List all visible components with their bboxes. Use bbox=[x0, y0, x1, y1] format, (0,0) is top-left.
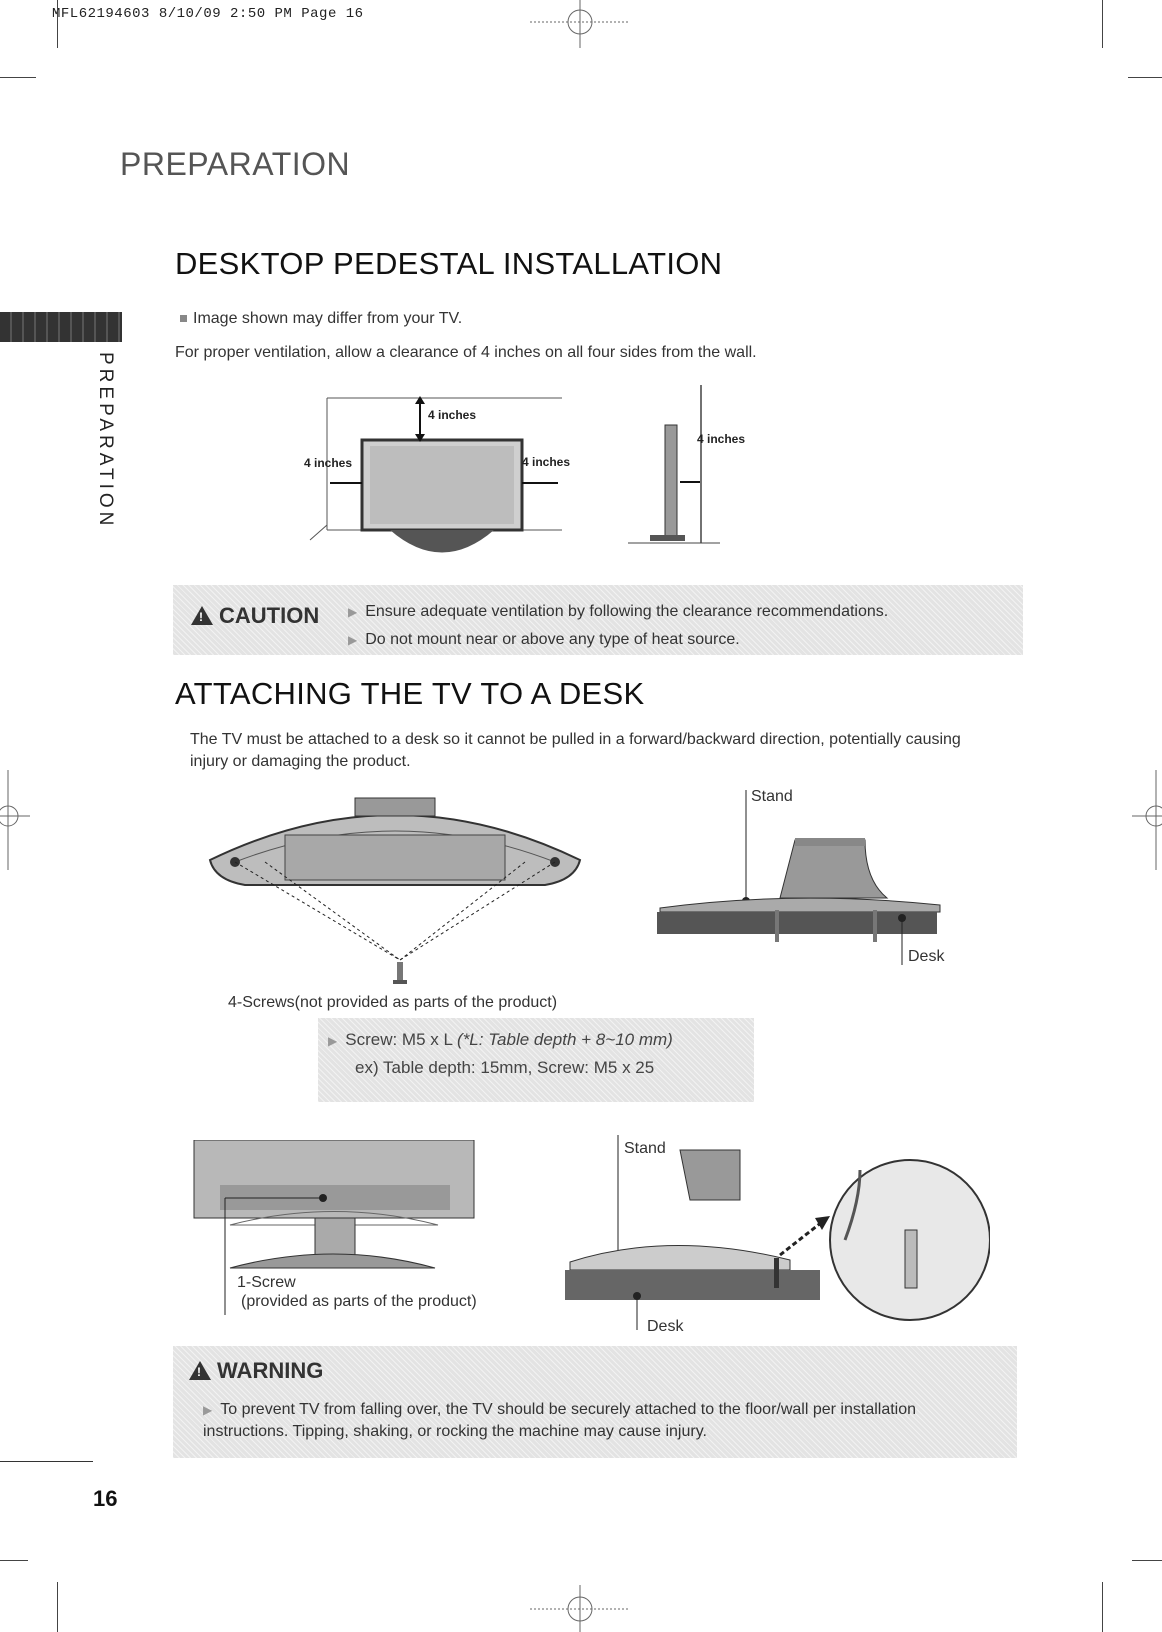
warning-text-line: ▶To prevent TV from falling over, the TV… bbox=[203, 1399, 973, 1443]
registration-mark-left bbox=[0, 770, 30, 870]
desk-label-2: Desk bbox=[647, 1318, 684, 1335]
chapter-title: PREPARATION bbox=[120, 146, 351, 182]
image-note-text: Image shown may differ from your TV. bbox=[193, 310, 463, 327]
sidebar-tab-bar bbox=[0, 312, 122, 342]
arrow-bullet-icon: ▶ bbox=[328, 1034, 338, 1048]
caution-item: ▶ Do not mount near or above any type of … bbox=[348, 626, 888, 654]
warning-label: WARNING bbox=[189, 1358, 323, 1384]
warning-triangle-icon bbox=[191, 606, 213, 625]
desk-label-1: Desk bbox=[908, 948, 945, 965]
registration-mark-right bbox=[1132, 770, 1162, 870]
screw-spec-italic: (*L: Table depth + 8~10 mm) bbox=[457, 1030, 673, 1049]
warning-triangle-icon bbox=[189, 1361, 211, 1380]
image-note: Image shown may differ from your TV. bbox=[180, 310, 462, 328]
caution-label: CAUTION bbox=[191, 603, 319, 629]
clearance-diagram-side bbox=[628, 385, 720, 544]
dim-right-label: 4 inches bbox=[522, 455, 571, 469]
caution-item: ▶ Ensure adequate ventilation by followin… bbox=[348, 598, 888, 626]
caution-box: CAUTION ▶ Ensure adequate ventilation by … bbox=[173, 585, 1023, 655]
arrow-bullet-icon: ▶ bbox=[203, 1403, 213, 1417]
crop-mark bbox=[57, 1582, 58, 1632]
crop-mark bbox=[57, 0, 58, 48]
caution-item-text: Ensure adequate ventilation by following… bbox=[365, 603, 889, 620]
screws-caption: 4-Screws(not provided as parts of the pr… bbox=[228, 994, 558, 1011]
crop-mark bbox=[0, 1560, 28, 1561]
one-screw-label: 1-Screw bbox=[237, 1274, 296, 1291]
stand-label-1: Stand bbox=[751, 788, 793, 805]
stand-on-desk-side bbox=[657, 790, 941, 965]
warning-label-text: WARNING bbox=[217, 1358, 324, 1383]
one-screw-note: (provided as parts of the product) bbox=[241, 1293, 477, 1310]
footer-rule bbox=[0, 1461, 93, 1462]
caution-item-text: Do not mount near or above any type of h… bbox=[365, 631, 740, 648]
ventilation-intro: For proper ventilation, allow a clearanc… bbox=[175, 344, 757, 361]
registration-mark-bottom bbox=[530, 1585, 630, 1632]
screw-example: ex) Table depth: 15mm, Screw: M5 x 25 bbox=[355, 1058, 655, 1077]
printer-slug: MFL62194603 8/10/09 2:50 PM Page 16 bbox=[52, 6, 364, 22]
desk-intro-line1: The TV must be attached to a desk so it … bbox=[190, 731, 961, 748]
stand-label-2: Stand bbox=[624, 1140, 666, 1157]
stand-desk-closeup bbox=[565, 1135, 990, 1330]
crop-mark bbox=[1128, 77, 1162, 78]
clearance-diagram-front bbox=[309, 396, 562, 553]
screw-spec-prefix: Screw: M5 x L bbox=[345, 1030, 458, 1049]
dim-left-label: 4 inches bbox=[304, 456, 353, 470]
screw-spec-box: ▶ Screw: M5 x L (*L: Table depth + 8~10 m… bbox=[318, 1018, 754, 1102]
crop-mark bbox=[1132, 1560, 1162, 1561]
caution-items: ▶ Ensure adequate ventilation by followin… bbox=[348, 598, 888, 654]
bullet-square-icon bbox=[180, 315, 187, 323]
desk-intro-line2: injury or damaging the product. bbox=[190, 753, 411, 770]
tv-back-screw-illustration bbox=[193, 1140, 475, 1315]
registration-mark-top bbox=[530, 0, 630, 48]
dim-side-label: 4 inches bbox=[697, 432, 746, 446]
warning-box: WARNING ▶To prevent TV from falling over… bbox=[173, 1346, 1017, 1458]
screw-spec-line: ▶ Screw: M5 x L (*L: Table depth + 8~10 m… bbox=[328, 1030, 673, 1050]
crop-mark bbox=[1102, 0, 1103, 48]
section-title-desk: ATTACHING THE TV TO A DESK bbox=[175, 676, 645, 711]
stand-underside-illustration bbox=[208, 797, 582, 984]
arrow-bullet-icon: ▶ bbox=[348, 605, 358, 619]
caution-label-text: CAUTION bbox=[219, 603, 320, 628]
page-number: 16 bbox=[93, 1486, 118, 1511]
section-title-pedestal: DESKTOP PEDESTAL INSTALLATION bbox=[175, 246, 723, 281]
arrow-bullet-icon: ▶ bbox=[348, 633, 358, 647]
dim-top-label: 4 inches bbox=[428, 408, 477, 422]
warning-text: To prevent TV from falling over, the TV … bbox=[203, 1401, 917, 1440]
sidebar-tab-label: PREPARATION bbox=[95, 352, 116, 530]
crop-mark bbox=[0, 77, 36, 78]
crop-mark bbox=[1102, 1582, 1103, 1632]
